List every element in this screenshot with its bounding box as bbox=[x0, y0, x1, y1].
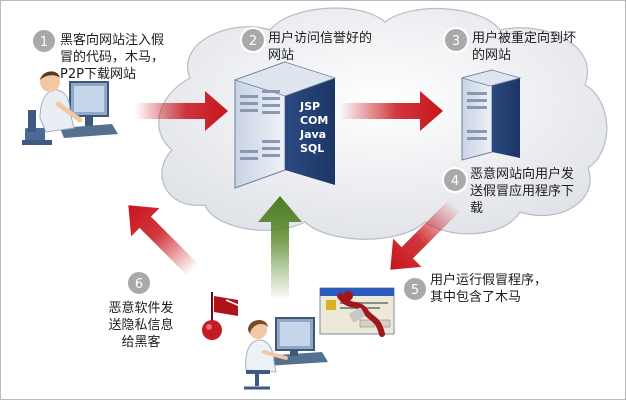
step-badge-3: 3 bbox=[443, 27, 469, 53]
server-tech-label: Java bbox=[299, 128, 326, 141]
hacker-person-icon bbox=[22, 71, 118, 145]
step-badge-1: 1 bbox=[31, 28, 57, 54]
step-badge-4: 4 bbox=[442, 167, 468, 193]
step-number: 6 bbox=[135, 277, 143, 292]
trojan-horse-icon bbox=[202, 292, 241, 340]
step-number: 1 bbox=[40, 35, 48, 50]
server-tech-label: SQL bbox=[300, 142, 324, 155]
arrow-victim-to-server bbox=[258, 196, 302, 300]
step-number: 4 bbox=[451, 174, 459, 189]
step-3-label: 用户被重定向到坏 的网站 bbox=[472, 31, 577, 63]
step-badge-5: 5 bbox=[402, 276, 428, 302]
step-badge-2: 2 bbox=[240, 27, 266, 53]
step-5-label: 用户运行假冒程序， 其中包含了木马 bbox=[430, 273, 548, 305]
step-badge-6: 6 bbox=[126, 270, 152, 296]
cloud-shape bbox=[158, 7, 608, 240]
step-number: 3 bbox=[452, 34, 460, 49]
server-tech-label: COM bbox=[300, 114, 328, 127]
malicious-server-icon bbox=[460, 69, 522, 161]
step-number: 2 bbox=[249, 34, 257, 49]
arrow-server-to-badsite bbox=[340, 91, 443, 131]
step-4-label: 恶意网站向用户发 送假冒应用程序下 载 bbox=[470, 167, 575, 216]
step-1-label: 黑客向网站注入假 冒的代码，木马， P2P下载网站 bbox=[60, 33, 165, 82]
web-server-icon: JSP COM Java SQL bbox=[233, 61, 337, 189]
arrow-victim-to-hacker bbox=[128, 205, 200, 277]
server-tech-label: JSP bbox=[299, 100, 320, 113]
step-6-label: 恶意软件发 送隐私信息 给黑客 bbox=[108, 301, 174, 350]
arrow-badsite-to-victim bbox=[390, 198, 462, 270]
arrow-hacker-to-server bbox=[135, 91, 228, 131]
victim-user-icon bbox=[244, 317, 328, 390]
step-2-label: 用户访问信誉好的 网站 bbox=[268, 31, 373, 63]
fake-download-dialog-icon bbox=[319, 287, 395, 337]
step-number: 5 bbox=[411, 283, 419, 298]
